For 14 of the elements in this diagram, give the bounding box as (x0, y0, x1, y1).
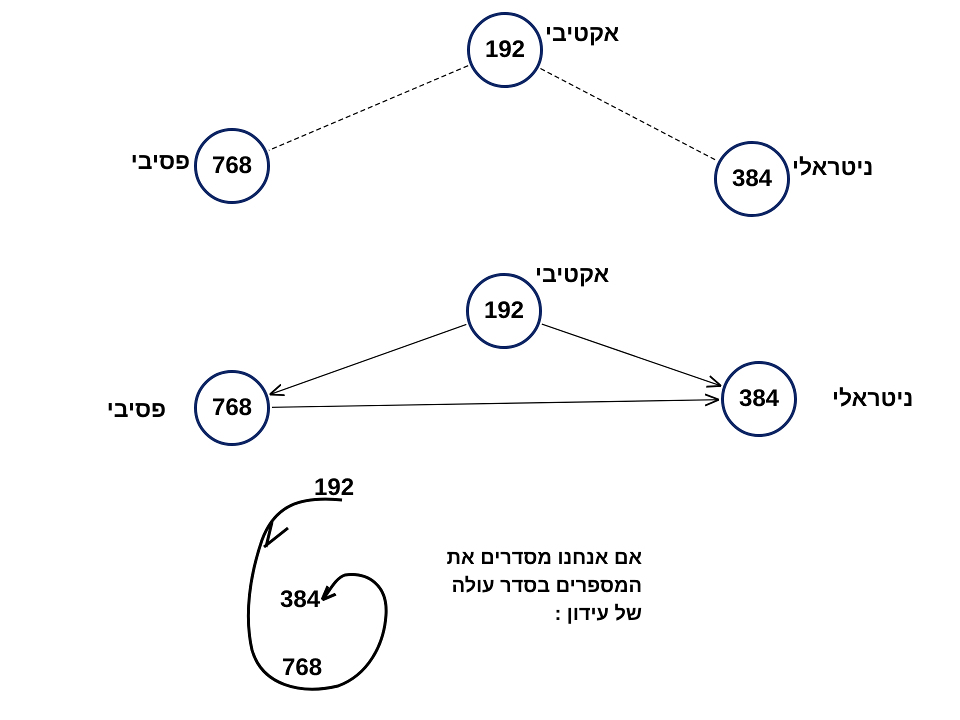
node-label: ניטראלי (832, 385, 914, 412)
number-circle: 768 (194, 370, 270, 446)
number-text: 768 (282, 656, 322, 680)
node-label: פסיבי (106, 396, 166, 423)
number-circle: 768 (194, 128, 270, 204)
node-label: פסיבי (130, 148, 190, 175)
number-text: 192 (314, 476, 354, 500)
number-text: 384 (280, 588, 320, 612)
number-circle: 192 (467, 12, 543, 88)
number-circle: 384 (714, 141, 790, 217)
node-label: ניטראלי (792, 154, 874, 181)
node-label: אקטיבי (545, 20, 620, 47)
note-text: אם אנחנו מסדרים את המספרים בסדר עולה של עידון : (446, 546, 642, 627)
number-circle: 384 (721, 361, 797, 437)
